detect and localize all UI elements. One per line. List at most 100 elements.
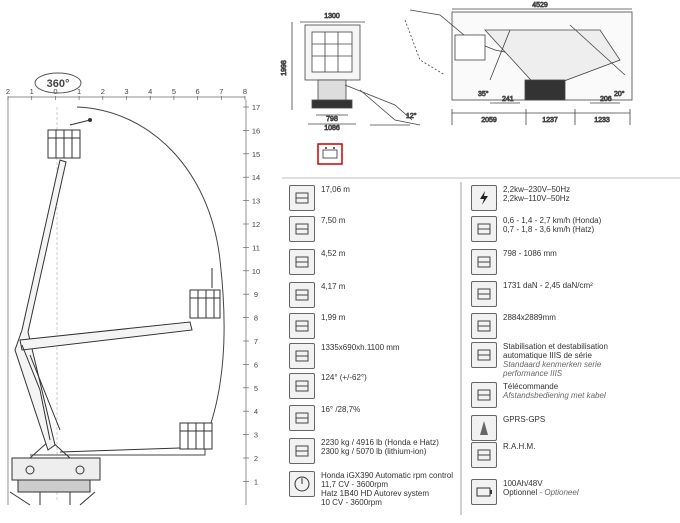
spec-text: 4,17 m bbox=[321, 282, 345, 291]
optional-label: Optionnel bbox=[503, 488, 538, 497]
y-tick-label: 7 bbox=[254, 337, 258, 346]
x-tick-label: 7 bbox=[219, 87, 223, 96]
spec-row: GPRS-GPS bbox=[471, 415, 545, 441]
spec-line: Hatz 1B40 HD Autorev system bbox=[321, 489, 430, 498]
y-tick-label: 5 bbox=[254, 384, 258, 393]
spec-row: 1335x690xh.1100 mm bbox=[289, 343, 400, 369]
spec-line: 7,50 m bbox=[321, 216, 346, 225]
y-tick-label: 17 bbox=[252, 103, 260, 112]
spec-row: 1731 daN - 2,45 daN/cm² bbox=[471, 281, 593, 307]
main-boom bbox=[14, 159, 193, 451]
basket-low bbox=[59, 422, 213, 453]
x-tick-label: 1 bbox=[77, 87, 81, 96]
spec-row: 1,99 m bbox=[289, 313, 345, 339]
optional-note: Optionnel - Optioneel bbox=[503, 488, 579, 497]
spec-row: 2884x2889mm bbox=[471, 313, 556, 339]
gradeability-icon bbox=[289, 405, 315, 431]
stabilisation-icon bbox=[471, 342, 497, 368]
basket-outreach bbox=[189, 268, 221, 319]
transport-length-icon bbox=[289, 249, 315, 275]
spec-text: 0,6 - 1,4 - 2,7 km/h (Honda)0,7 - 1,8 - … bbox=[503, 216, 601, 234]
spec-line: 2,2kw–110V–50Hz bbox=[503, 194, 570, 203]
spec-translation: Afstandsbediening met kabel bbox=[503, 391, 606, 400]
y-tick-label: 13 bbox=[252, 197, 260, 206]
spec-line: 4,52 m bbox=[321, 249, 346, 258]
svg-text:241: 241 bbox=[502, 96, 514, 103]
y-tick-label: 14 bbox=[252, 173, 260, 182]
speed-icon bbox=[471, 216, 497, 242]
working-height-icon bbox=[289, 185, 315, 211]
svg-text:1237: 1237 bbox=[542, 117, 558, 124]
spec-row: 4,52 m bbox=[289, 249, 345, 275]
spec-line: 0,6 - 1,4 - 2,7 km/h (Honda) bbox=[503, 216, 602, 225]
x-tick-label: 0 bbox=[53, 87, 57, 96]
spec-translation: performance IIIS bbox=[503, 369, 563, 378]
spec-line: 1335x690xh.1100 mm bbox=[321, 343, 400, 352]
y-tick-label: 9 bbox=[254, 290, 258, 299]
spec-line: Télécommande bbox=[503, 382, 559, 391]
spec-line: 1731 daN - 2,45 daN/cm² bbox=[503, 281, 593, 290]
svg-text:4529: 4529 bbox=[532, 2, 548, 9]
spec-line: 17,06 m bbox=[321, 185, 350, 194]
remote-control-icon bbox=[471, 382, 497, 408]
gprs-gps-icon bbox=[471, 415, 497, 441]
outreach-icon bbox=[289, 216, 315, 242]
spec-row: 124° (+/-62°) bbox=[289, 373, 367, 399]
svg-text:2059: 2059 bbox=[481, 117, 497, 124]
svg-text:1300: 1300 bbox=[324, 13, 340, 20]
y-tick-label: 15 bbox=[252, 150, 260, 159]
optional-separator: - bbox=[537, 488, 545, 497]
transport-width-icon bbox=[289, 282, 315, 308]
spec-text: 2230 kg / 4916 lb (Honda e Hatz)2300 kg … bbox=[321, 438, 439, 456]
spec-line: 2,2kw–230V–50Hz bbox=[503, 185, 571, 194]
y-tick-label: 2 bbox=[254, 454, 258, 463]
basket-size-icon bbox=[289, 343, 315, 369]
spec-line: 100Ah/48V bbox=[503, 479, 543, 488]
y-tick-label: 3 bbox=[254, 431, 258, 440]
top-view-drawing: 4529 35° 20° 241 206 2059 1237 1233 bbox=[404, 2, 633, 125]
spec-line: 4,17 m bbox=[321, 282, 346, 291]
spec-text: 16° /28,7% bbox=[321, 405, 360, 414]
track-width-icon bbox=[471, 249, 497, 275]
spec-line: 798 - 1086 mm bbox=[503, 249, 557, 258]
outrigger-footprint-icon bbox=[471, 313, 497, 339]
spec-line: automatique IIIS de série bbox=[503, 351, 592, 360]
spec-line: 0,7 - 1,8 - 3,6 km/h (Hatz) bbox=[503, 225, 595, 234]
spec-row: 17,06 m bbox=[289, 185, 350, 211]
electric-icon bbox=[471, 185, 497, 211]
spec-text: 7,50 m bbox=[321, 216, 345, 225]
transport-height-icon bbox=[289, 313, 315, 339]
ground-pressure-icon bbox=[471, 281, 497, 307]
machine-base bbox=[9, 439, 101, 506]
battery-icon bbox=[471, 479, 497, 505]
jib-rotation-icon bbox=[289, 373, 315, 399]
spec-row: R.A.H.M. bbox=[471, 442, 535, 468]
x-tick-label: 1 bbox=[30, 87, 34, 96]
y-tick-label: 4 bbox=[254, 407, 258, 416]
x-tick-label: 3 bbox=[124, 87, 128, 96]
spec-line: 2230 kg / 4916 lb (Honda e Hatz) bbox=[321, 438, 439, 447]
spec-text: 1731 daN - 2,45 daN/cm² bbox=[503, 281, 593, 290]
front-view-drawing: 1300 1998 798 1086 bbox=[281, 13, 365, 132]
side-view-drawing: 12° bbox=[344, 84, 421, 126]
rotation-label: 360° bbox=[47, 78, 70, 90]
load-capacity-sign-icon bbox=[317, 143, 343, 165]
spec-line: 16° /28,7% bbox=[321, 405, 361, 414]
x-tick-label: 2 bbox=[101, 87, 105, 96]
spec-row: 16° /28,7% bbox=[289, 405, 360, 431]
basket-top bbox=[47, 118, 92, 159]
y-tick-label: 12 bbox=[252, 220, 260, 229]
spec-text: 17,06 m bbox=[321, 185, 350, 194]
spec-text: 2884x2889mm bbox=[503, 313, 556, 322]
rotation-badge bbox=[34, 72, 82, 94]
spec-line: GPRS-GPS bbox=[503, 415, 546, 424]
